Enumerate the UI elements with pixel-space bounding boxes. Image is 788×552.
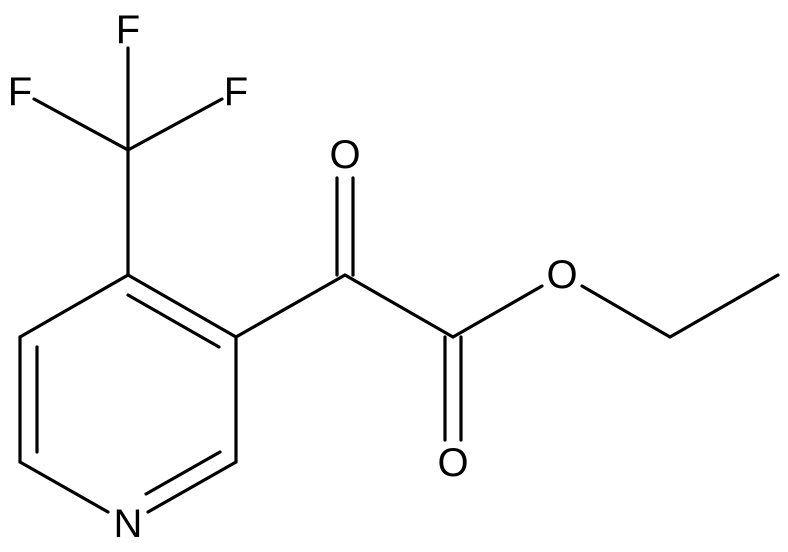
trifluoromethyl-group bbox=[32, 46, 224, 277]
bond-c-f-left bbox=[32, 97, 130, 152]
atom-label-o-carbonyl: O bbox=[437, 441, 468, 485]
bond-o-ch2 bbox=[580, 284, 672, 339]
bond-c3-c4 bbox=[126, 273, 238, 339]
bond-ester-c-o bbox=[451, 284, 544, 339]
atom-label-f-left: F bbox=[8, 70, 32, 114]
bond-c3-ketone-c bbox=[234, 273, 347, 339]
atom-label-f-top: F bbox=[116, 8, 140, 52]
atom-label-f-right: F bbox=[224, 70, 248, 114]
atom-label-o-ester: O bbox=[546, 253, 577, 297]
atom-label-n-ring: N bbox=[114, 502, 143, 546]
bond-c4-c5 bbox=[18, 273, 130, 339]
bond-n-c2 bbox=[146, 460, 238, 514]
bond-c-f-right bbox=[126, 97, 224, 152]
bond-ketone-ester-c bbox=[343, 273, 455, 339]
oxoacetate-chain bbox=[234, 176, 780, 442]
pyridine-ring bbox=[18, 273, 238, 514]
bond-c3-c4-inner bbox=[126, 293, 221, 349]
bond-c6-n bbox=[18, 460, 110, 514]
bond-ch2-ch3 bbox=[668, 273, 780, 339]
atom-label-o-ketone: O bbox=[329, 133, 360, 177]
bond-n-c2-inner bbox=[144, 450, 222, 496]
